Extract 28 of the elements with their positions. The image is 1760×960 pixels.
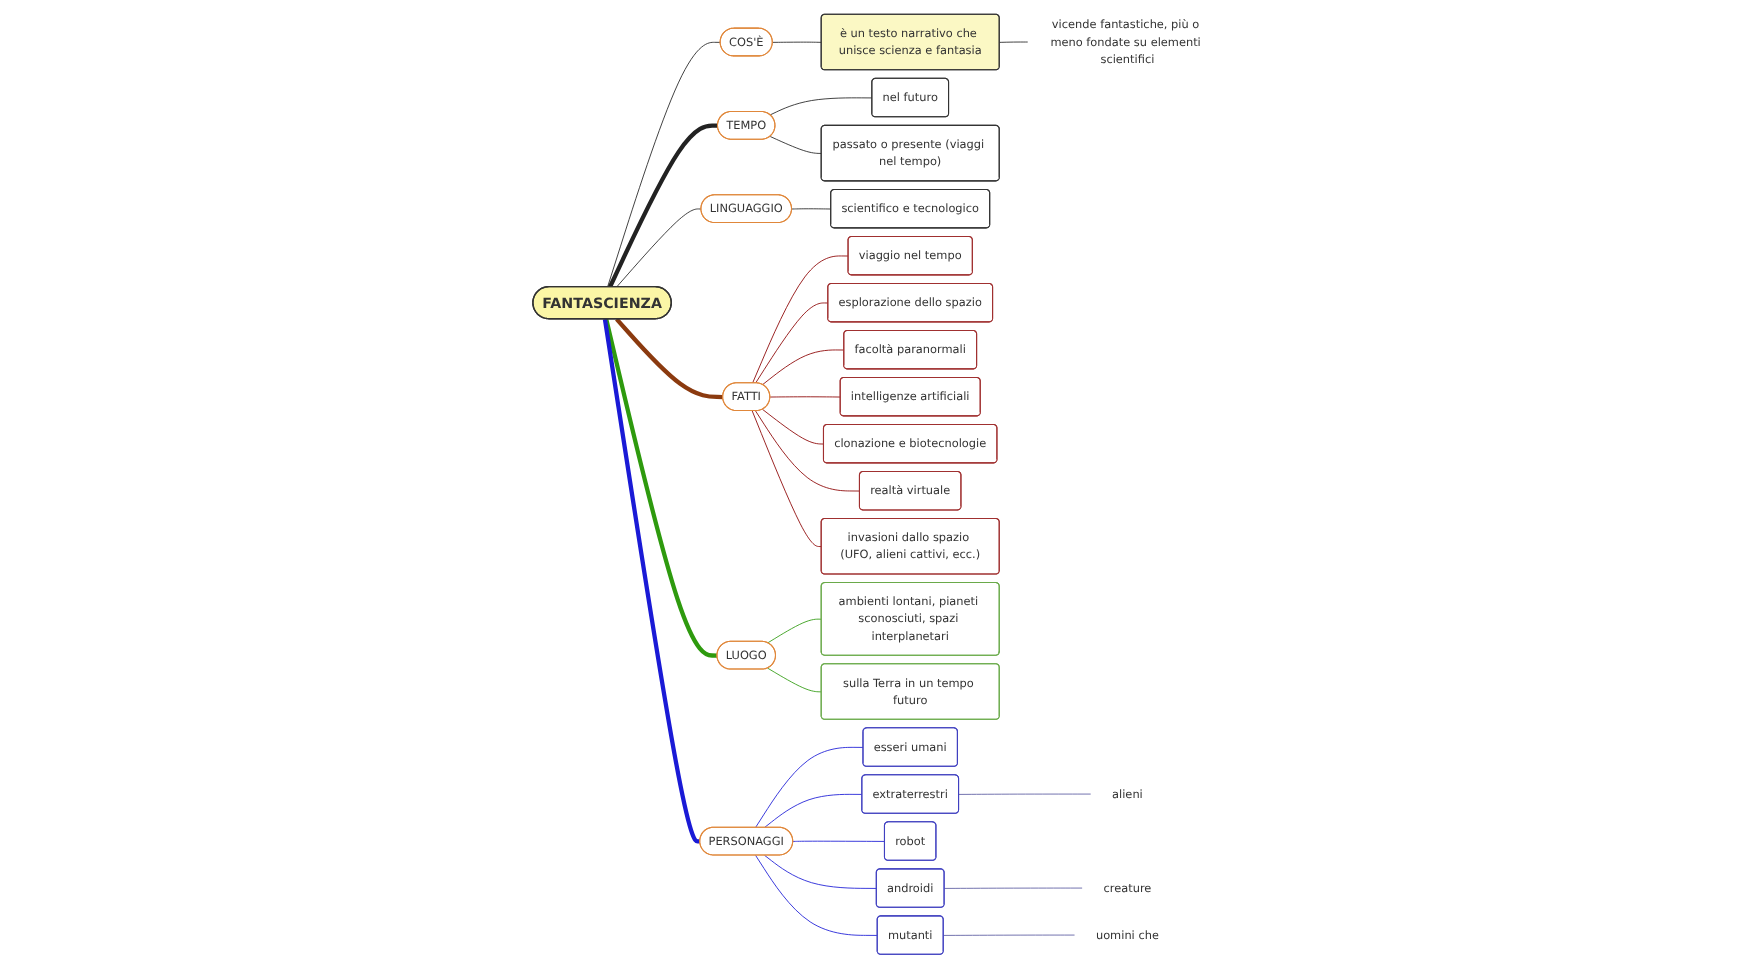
connector: [762, 349, 845, 386]
connector: [615, 317, 724, 400]
connector: [769, 136, 822, 154]
connector: [958, 793, 1092, 795]
connector: [751, 410, 822, 547]
connector: [602, 318, 701, 844]
connector: [604, 318, 718, 658]
connector: [752, 255, 849, 384]
connector: [764, 854, 878, 889]
connector: [943, 934, 1075, 936]
connector: [999, 41, 1029, 43]
connector: [791, 208, 832, 210]
connector: [607, 41, 721, 288]
connector: [755, 746, 864, 828]
connector: [755, 302, 829, 384]
connector: [769, 396, 841, 398]
connector: [755, 854, 878, 936]
connector: [767, 667, 822, 693]
connector: [764, 793, 863, 828]
connector: [762, 408, 825, 445]
connector: [769, 97, 873, 116]
connector: [944, 887, 1083, 889]
connector: [792, 840, 886, 842]
connector: [767, 618, 822, 644]
connector: [755, 410, 861, 492]
connector: [772, 41, 822, 43]
connector: [608, 123, 718, 288]
connector: [616, 208, 702, 288]
